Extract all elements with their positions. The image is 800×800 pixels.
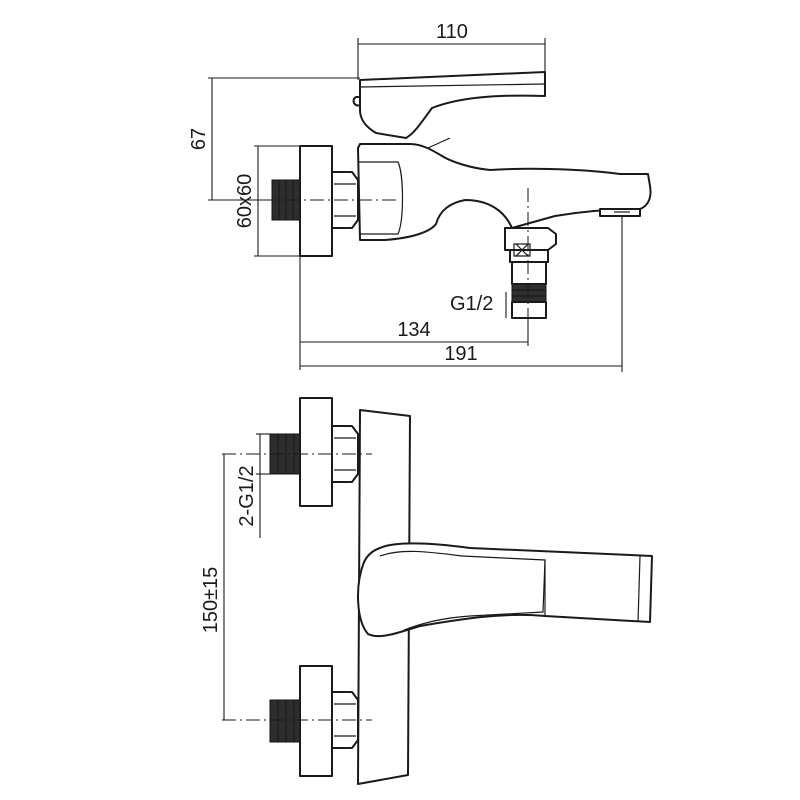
lever-pivot: [352, 96, 361, 107]
wall-flange: [299, 145, 333, 257]
lever-handle-edge: [359, 83, 546, 88]
lever-handle: [359, 71, 546, 139]
valve-body-front-face: [358, 161, 404, 235]
diverter-cross-icon: [513, 243, 531, 257]
spout-tip-edge: [637, 555, 641, 623]
handle-base-line: [427, 137, 451, 149]
dim-label-67: 67: [188, 128, 210, 150]
dim-label-191: 191: [444, 343, 477, 365]
front-spout: [357, 542, 653, 638]
diverter-stem: [511, 261, 547, 285]
dim-label-g12: G1/2: [450, 293, 493, 315]
dim-label-60x60: 60x60: [234, 174, 256, 229]
outlet-pipe: [511, 301, 547, 319]
dim-label-2-g12: 2-G1/2: [236, 465, 258, 526]
valve-body-with-spout: [357, 143, 652, 241]
dim-label-110: 110: [436, 21, 468, 43]
lower-eccentric-thread: [269, 699, 301, 743]
lower-wall-flange: [299, 665, 333, 777]
thread-g12: [511, 283, 547, 303]
upper-wall-flange: [299, 397, 333, 507]
front-view: 2-G1/2 150±15: [200, 397, 653, 785]
dim-label-134: 134: [397, 319, 430, 341]
dim-label-150-15: 150±15: [200, 567, 222, 634]
side-view: 110 67 60x60 G1/2 134 191: [188, 21, 652, 372]
